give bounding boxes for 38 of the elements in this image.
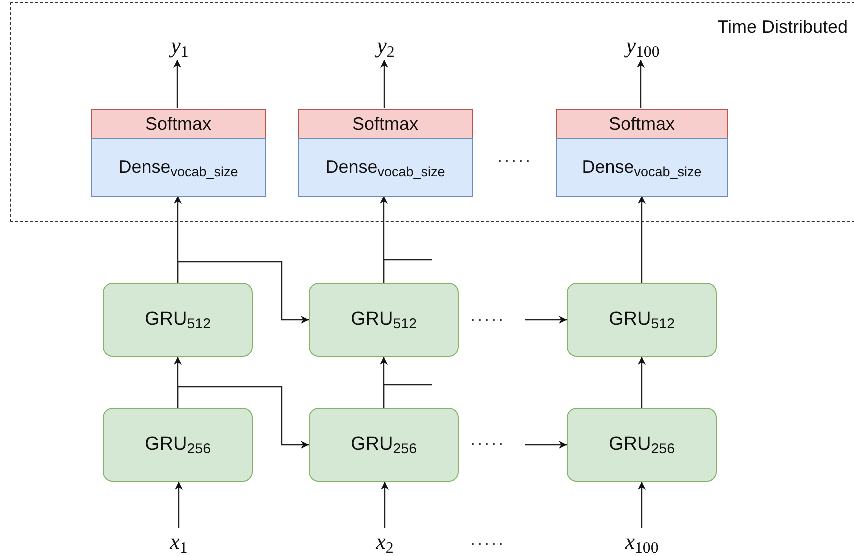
arrow xyxy=(175,482,183,528)
dense-layer-box: Dense$_{vocab_size}$ xyxy=(298,138,473,197)
arrow xyxy=(380,60,388,108)
ellipsis-dots: ····· xyxy=(470,533,505,554)
ellipsis-dots: ····· xyxy=(470,433,505,454)
variable-label: x$_{1}$ xyxy=(144,528,214,556)
variable-label: y$_{1}$ xyxy=(145,31,215,61)
softmax-layer-box: Softmax xyxy=(298,109,473,139)
variable-label: x$_{100}$ xyxy=(607,528,677,556)
arrow xyxy=(174,196,182,283)
gru-cell-box: GRU$_{512}$ xyxy=(567,283,717,357)
ellipsis-dots: ····· xyxy=(497,150,532,171)
gru-cell-box: GRU$_{512}$ xyxy=(103,283,253,357)
arrow xyxy=(638,196,646,283)
arrow xyxy=(638,357,646,408)
variable-label: y$_{100}$ xyxy=(608,31,678,61)
variable-label: x$_{2}$ xyxy=(350,528,420,556)
gru-cell-box: GRU$_{512}$ xyxy=(309,283,459,357)
gru-cell-box: GRU$_{256}$ xyxy=(567,408,717,482)
arrow xyxy=(174,60,182,108)
arrow xyxy=(525,441,567,449)
gru-cell-box: GRU$_{256}$ xyxy=(103,408,253,482)
dense-layer-box: Dense$_{vocab_size}$ xyxy=(91,138,266,197)
ellipsis-dots: ····· xyxy=(470,309,505,330)
variable-label: y$_{2}$ xyxy=(351,31,421,61)
dense-layer-box: Dense$_{vocab_size}$ xyxy=(556,138,728,197)
time-distributed-region xyxy=(10,2,854,222)
softmax-layer-box: Softmax xyxy=(91,109,266,139)
arrow xyxy=(637,60,645,108)
region-title: Time Distributed xyxy=(718,17,848,38)
arrow xyxy=(638,482,646,528)
softmax-layer-box: Softmax xyxy=(556,109,728,139)
gru-cell-box: GRU$_{256}$ xyxy=(309,408,459,482)
arrow xyxy=(525,316,567,324)
arrow xyxy=(381,482,389,528)
arrow xyxy=(177,386,309,449)
arrow xyxy=(380,196,388,283)
arrow xyxy=(177,261,309,324)
